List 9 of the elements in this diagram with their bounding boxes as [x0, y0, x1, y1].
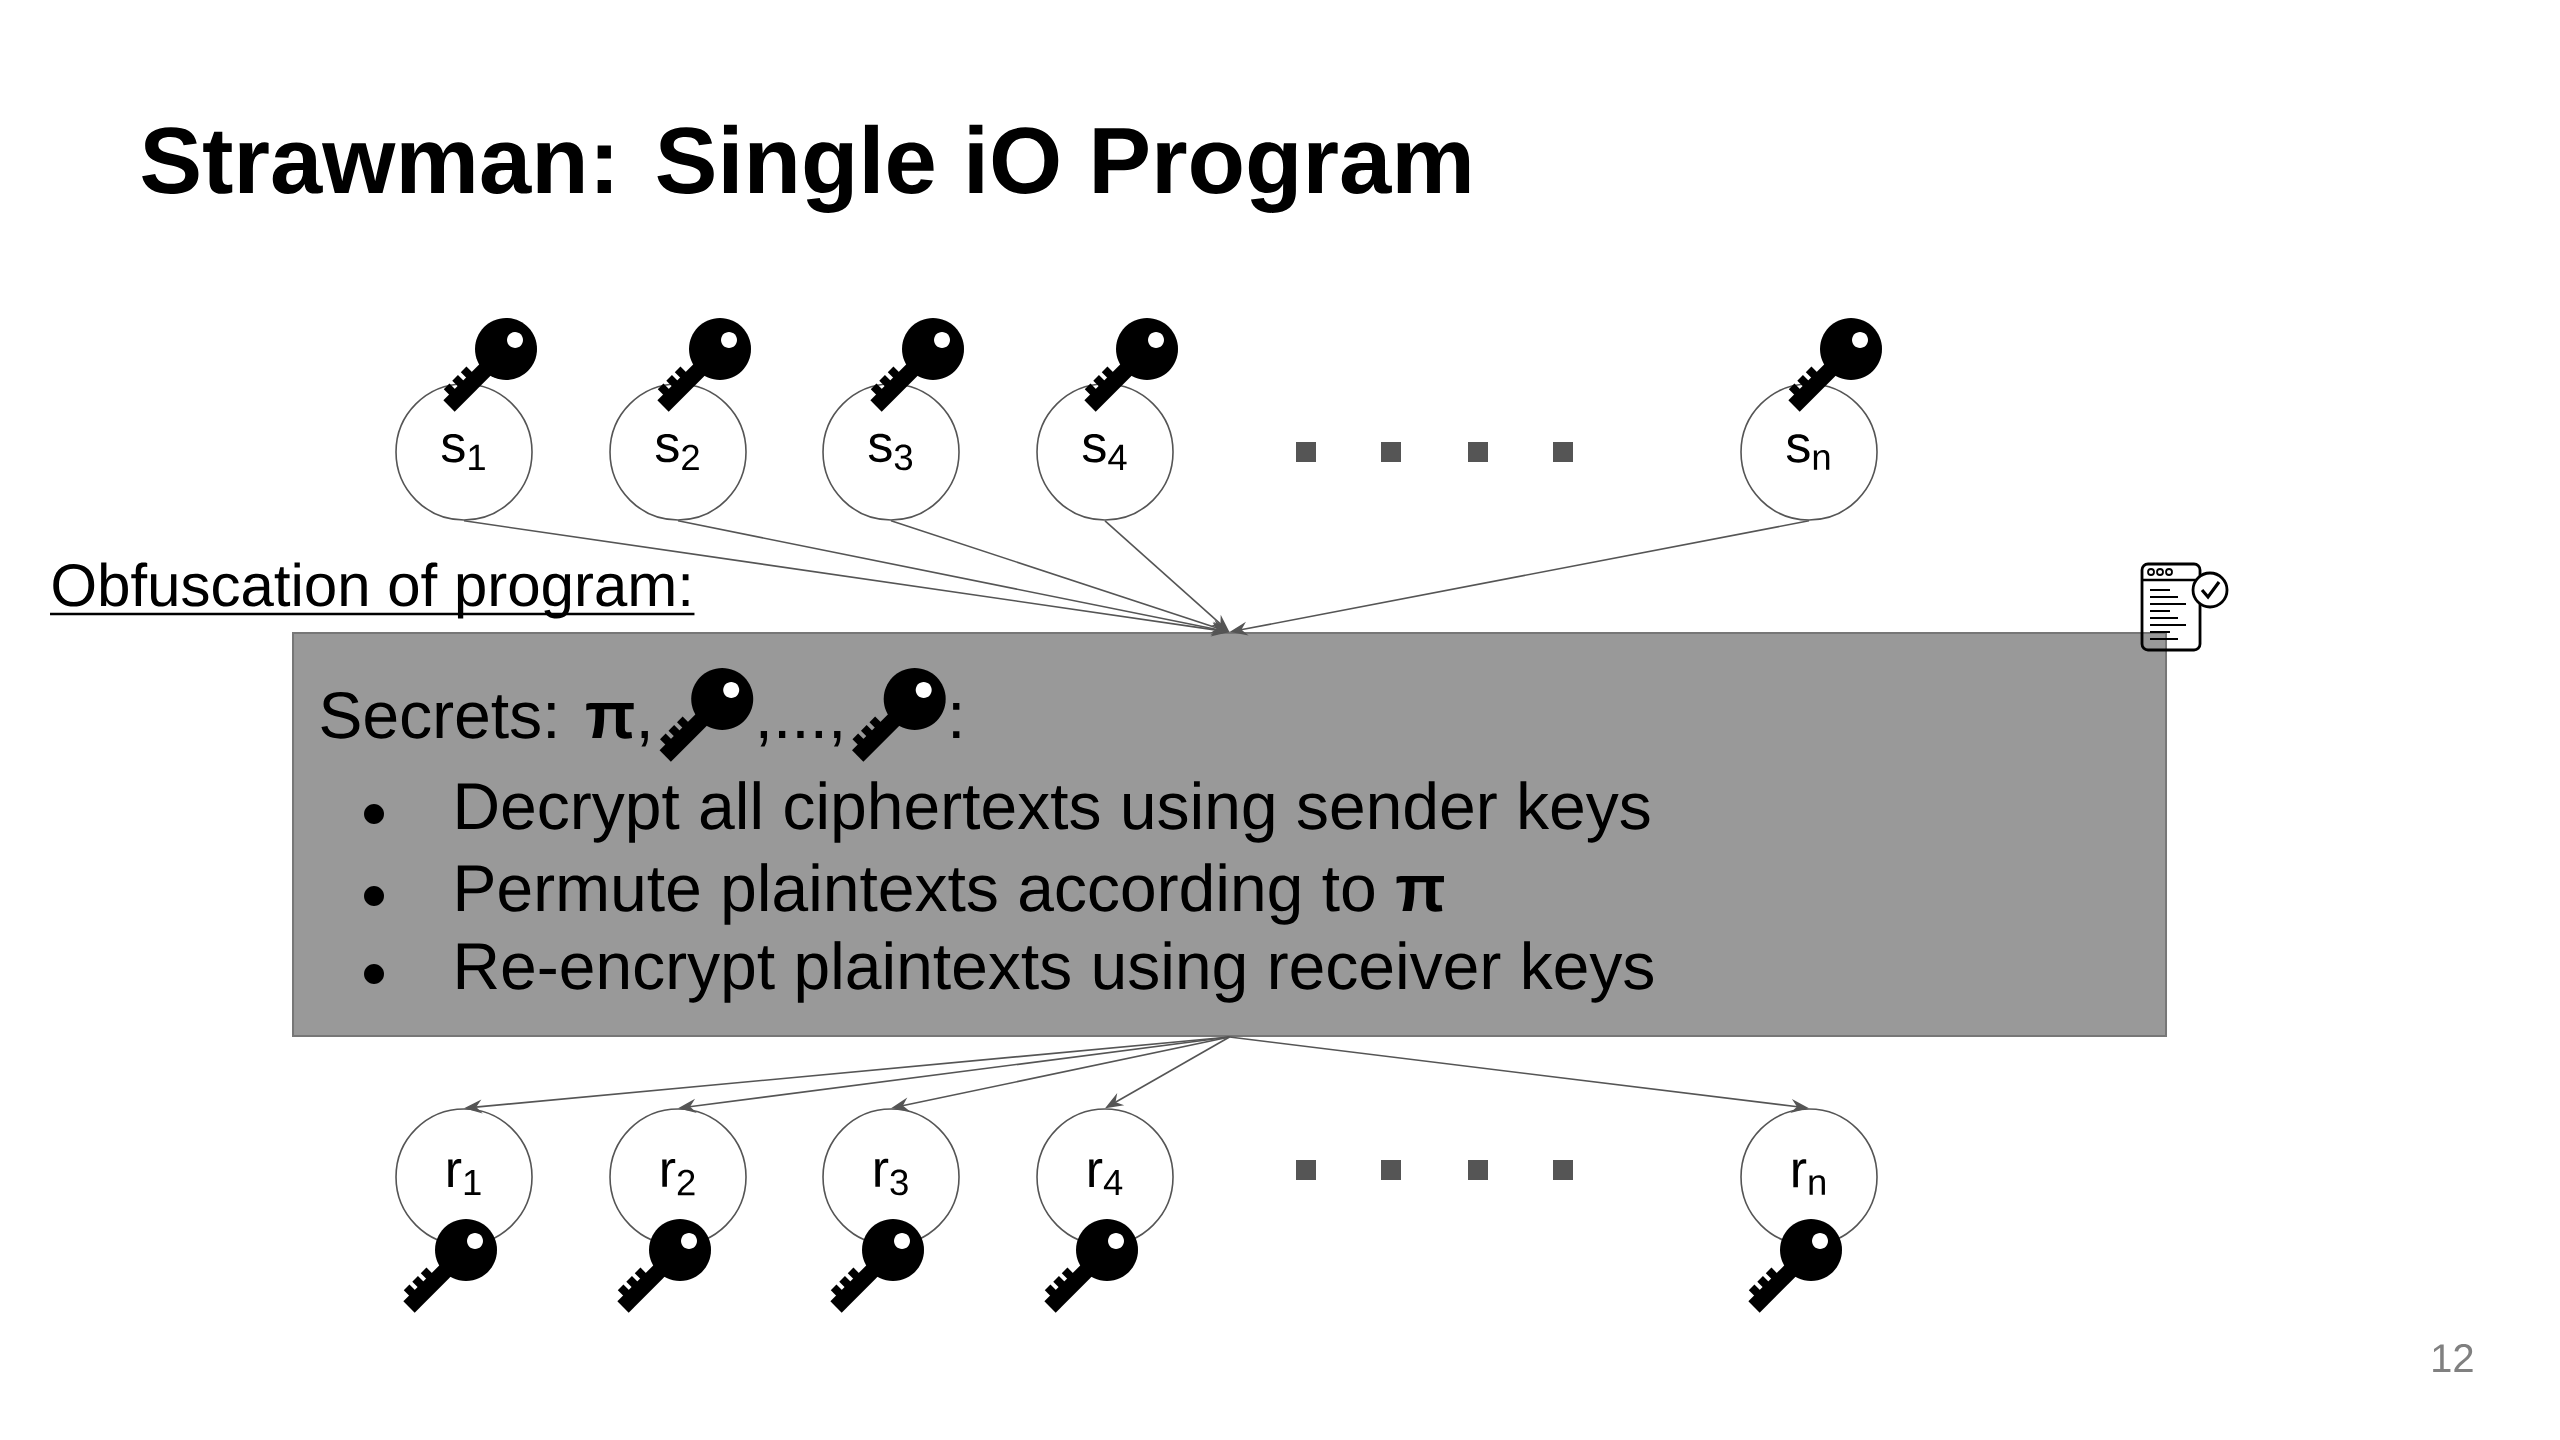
- bullet-text: Decrypt all ciphertexts using sender keys: [457, 781, 1650, 843]
- heading-text: ,...,: [760, 730, 841, 747]
- page-number: 12: [2433, 1344, 2473, 1372]
- heading-text: :: [953, 703, 960, 738]
- slide-title: Strawman: Single iO Program: [142, 124, 1470, 213]
- heading-text: Secrets: π,: [321, 691, 648, 747]
- underlined-label: Obfuscation of program:: [50, 562, 695, 619]
- bullet-text: Permute plaintexts according to π: [457, 863, 1444, 925]
- bullet-text: Re-encrypt plaintexts using receiver keys: [457, 941, 1653, 1003]
